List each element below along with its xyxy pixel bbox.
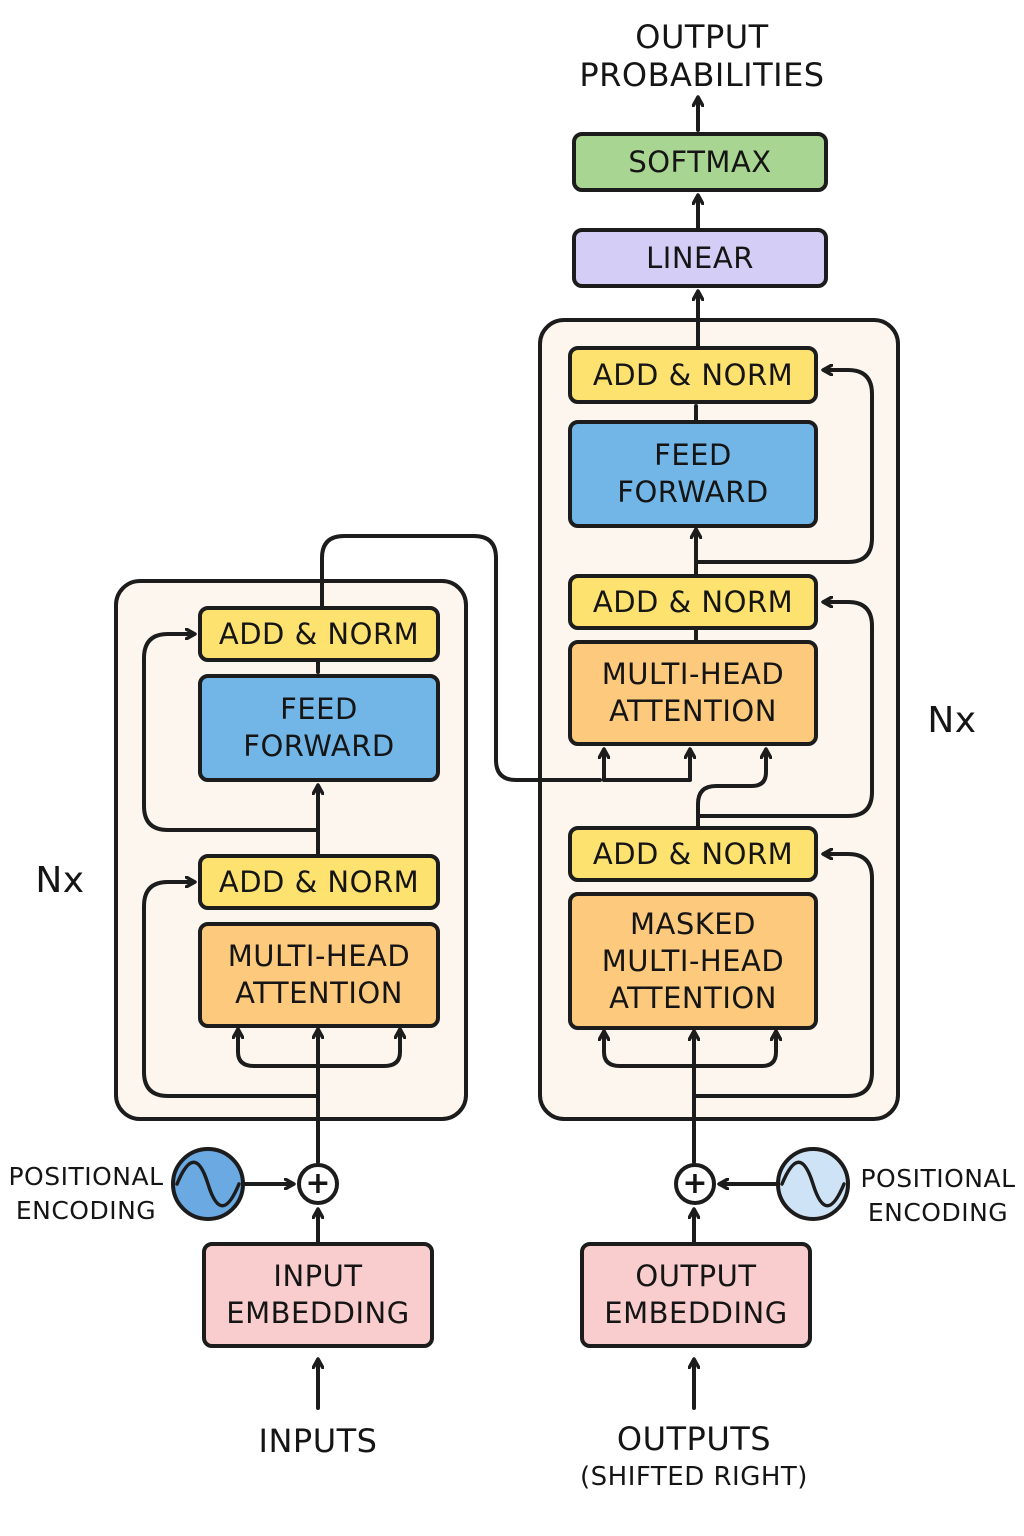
output-embedding-block: OUTPUT EMBEDDING (580, 1242, 812, 1348)
enc-to-cross-attn-2 (602, 750, 690, 782)
encoder-feed-forward: FEED FORWARD (198, 674, 440, 782)
output-probabilities-label: OUTPUT PROBABILITIES (579, 18, 825, 94)
dec-addnorm-to-cross (696, 750, 766, 828)
decoder-add-icon: + (674, 1163, 716, 1205)
decoder-add-norm-top: ADD & NORM (568, 346, 818, 404)
encoder-add-norm-top: ADD & NORM (198, 606, 440, 662)
encoder-add-norm-bottom: ADD & NORM (198, 854, 440, 910)
linear-block: LINEAR (572, 228, 828, 288)
encoder-attention: MULTI-HEAD ATTENTION (198, 922, 440, 1028)
encoder-repeat-label: Nx (35, 860, 85, 901)
outputs-label: OUTPUTS (616, 1420, 772, 1458)
input-embedding-block: INPUT EMBEDDING (202, 1242, 434, 1348)
enc-residual-2 (142, 634, 320, 832)
decoder-positional-encoding-icon (776, 1147, 850, 1221)
encoder-stack (114, 579, 468, 1121)
shifted-right-label: (SHIFTED RIGHT) (580, 1462, 808, 1492)
softmax-block: SOFTMAX (572, 132, 828, 192)
dec-residual-1 (692, 854, 874, 1098)
encoder-positional-encoding-icon (171, 1147, 245, 1221)
dec-masked-branches (602, 1030, 778, 1068)
decoder-masked-attention: MASKED MULTI-HEAD ATTENTION (568, 892, 818, 1030)
enc-residual-1 (142, 882, 320, 1098)
encoder-add-icon: + (297, 1163, 339, 1205)
decoder-repeat-label: Nx (927, 700, 977, 741)
decoder-positional-encoding-label: POSITIONAL ENCODING (860, 1164, 1016, 1227)
dec-residual-2 (696, 602, 874, 818)
enc-attn-branches (236, 1028, 402, 1068)
decoder-add-norm-bottom: ADD & NORM (568, 826, 818, 882)
decoder-cross-attention: MULTI-HEAD ATTENTION (568, 640, 818, 746)
decoder-feed-forward: FEED FORWARD (568, 420, 818, 528)
dec-residual-3 (694, 370, 874, 564)
encoder-positional-encoding-label: POSITIONAL ENCODING (8, 1162, 164, 1225)
inputs-label: INPUTS (258, 1422, 378, 1460)
enc-output-to-decoder (320, 534, 602, 782)
decoder-add-norm-middle: ADD & NORM (568, 574, 818, 630)
